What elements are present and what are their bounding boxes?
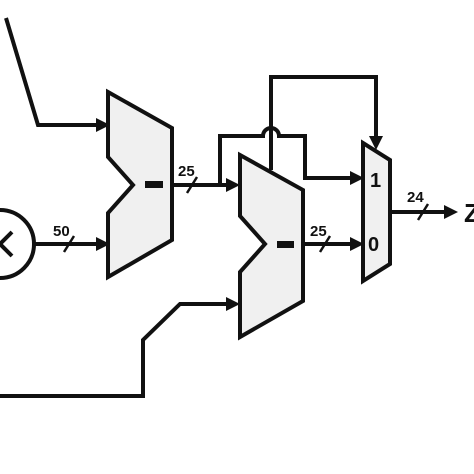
adder-unit-1 <box>106 88 174 281</box>
arrowhead-icon <box>96 237 110 251</box>
feedback-select-wire <box>269 75 378 170</box>
subtract-bar-icon <box>145 181 163 188</box>
bus-width-label-25-b: 25 <box>310 223 327 240</box>
arrowhead-icon <box>444 205 458 219</box>
multiplier-circle-icon <box>0 208 36 280</box>
subtract-bar-icon <box>277 241 294 248</box>
bus-width-label-50: 50 <box>53 223 70 240</box>
output-label: Z <box>464 198 474 228</box>
arrowhead-icon <box>369 136 383 150</box>
mux-port-label-1: 1 <box>370 170 381 192</box>
bus-tick-25-b <box>318 235 332 253</box>
multiplexer <box>361 139 392 285</box>
arrowhead-icon <box>350 171 364 185</box>
adder-unit-2 <box>238 151 305 341</box>
bus-tick-50 <box>62 235 76 253</box>
bus-tick-24 <box>416 203 430 221</box>
input-wire-top <box>4 17 100 127</box>
arrowhead-icon <box>226 178 240 192</box>
input-wire-bottom <box>0 302 230 398</box>
arrowhead-icon <box>96 118 110 132</box>
bus-width-label-25-a: 25 <box>178 163 195 180</box>
arrowhead-icon <box>226 297 240 311</box>
mux-port-label-0: 0 <box>368 234 379 256</box>
multiply-cross-icon <box>0 230 14 258</box>
arrowhead-icon <box>350 237 364 251</box>
bus-tick-25-a <box>185 176 199 194</box>
bus-width-label-24: 24 <box>407 189 424 206</box>
